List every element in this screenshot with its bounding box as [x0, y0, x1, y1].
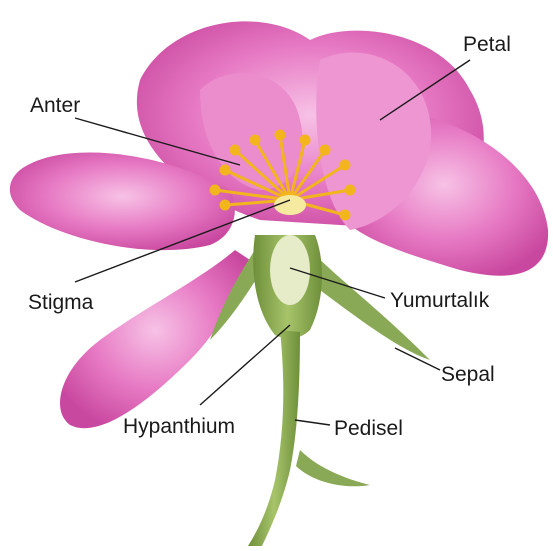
label-anter: Anter — [30, 95, 80, 116]
pedicel-stem — [248, 330, 300, 546]
label-petal: Petal — [463, 34, 511, 55]
label-stigma: Stigma — [28, 292, 93, 313]
label-yumurtalik: Yumurtalık — [390, 290, 489, 311]
label-pedisel: Pedisel — [334, 418, 403, 439]
label-hypanthium: Hypanthium — [123, 416, 235, 437]
leader-line-hypanthium — [200, 325, 290, 405]
leader-line-pedisel — [295, 420, 330, 425]
ovary — [270, 235, 310, 305]
stem-leaflet — [296, 450, 370, 486]
label-sepal: Sepal — [441, 364, 495, 385]
